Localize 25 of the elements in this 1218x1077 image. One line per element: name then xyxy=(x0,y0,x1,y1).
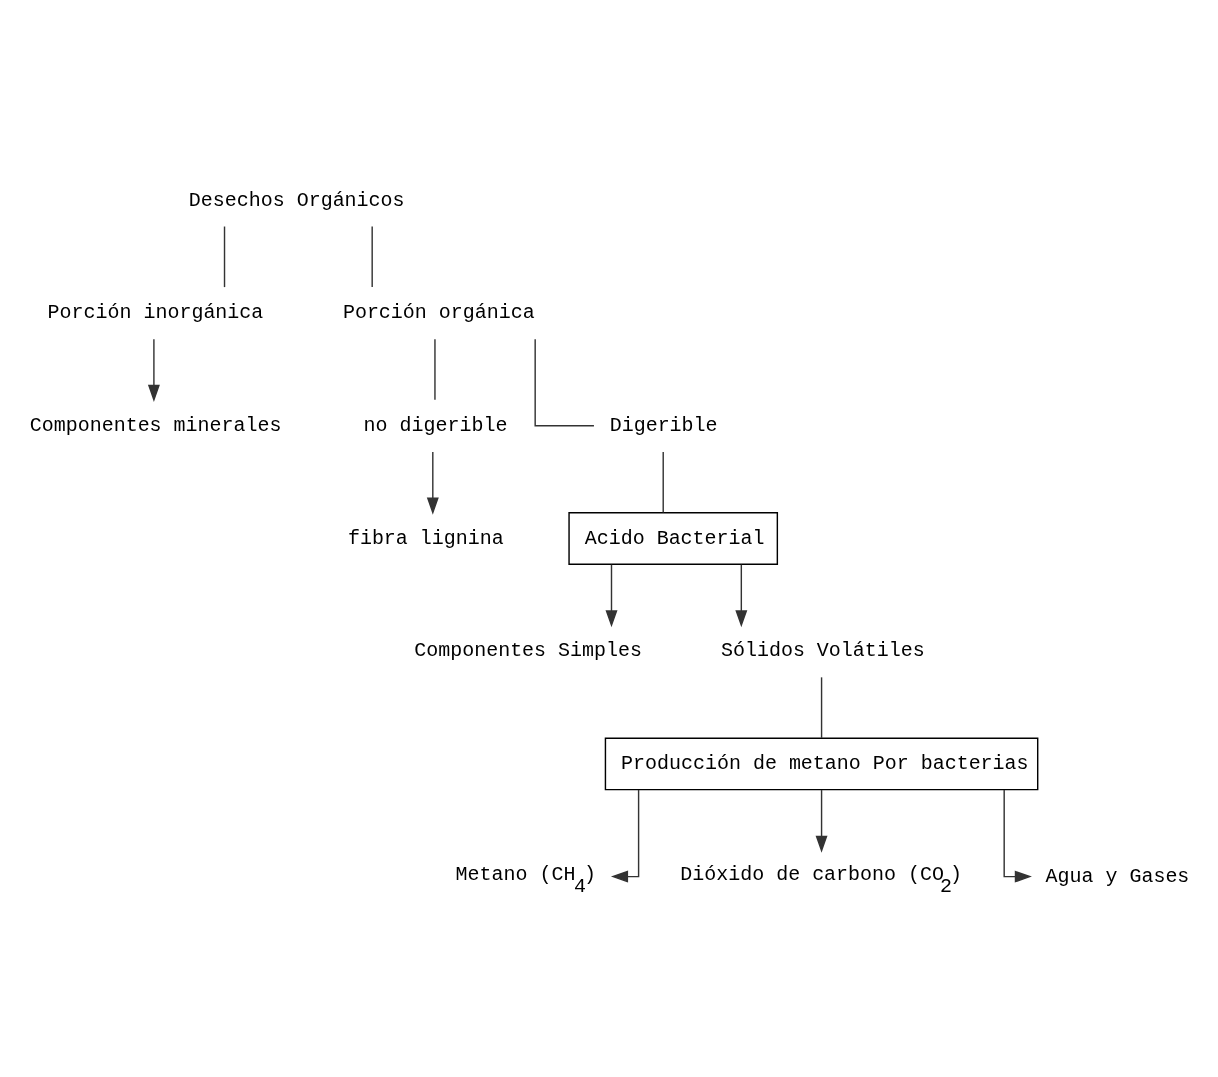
node-text: Sólidos Volátiles xyxy=(720,639,925,663)
connector xyxy=(534,338,595,427)
node-text: Agua y Gases xyxy=(1045,864,1190,888)
node-text: no digerible xyxy=(363,414,508,438)
arrow xyxy=(147,338,160,402)
connector xyxy=(662,451,664,514)
node-text: Porción orgánica xyxy=(342,301,535,325)
node-text: Componentes minerales xyxy=(29,414,282,438)
arrow xyxy=(1003,789,1032,883)
node-box: Producción de metano Por bacterias xyxy=(604,737,1039,791)
node-text: Desechos Orgánicos xyxy=(188,188,405,212)
node-text: fibra lignina xyxy=(347,526,504,550)
connector xyxy=(371,225,373,288)
node-text: Componentes Simples xyxy=(414,639,642,663)
arrow xyxy=(815,789,828,853)
node-text: Porción inorgánica xyxy=(47,301,264,325)
connector xyxy=(223,225,226,288)
arrow xyxy=(610,789,640,883)
node-text: Digerible xyxy=(609,414,718,438)
arrow xyxy=(426,451,439,515)
node-box: Acido Bacterial xyxy=(568,512,779,565)
arrow xyxy=(605,563,618,628)
arrow xyxy=(735,563,748,628)
connector xyxy=(820,676,823,739)
connector xyxy=(434,338,436,401)
